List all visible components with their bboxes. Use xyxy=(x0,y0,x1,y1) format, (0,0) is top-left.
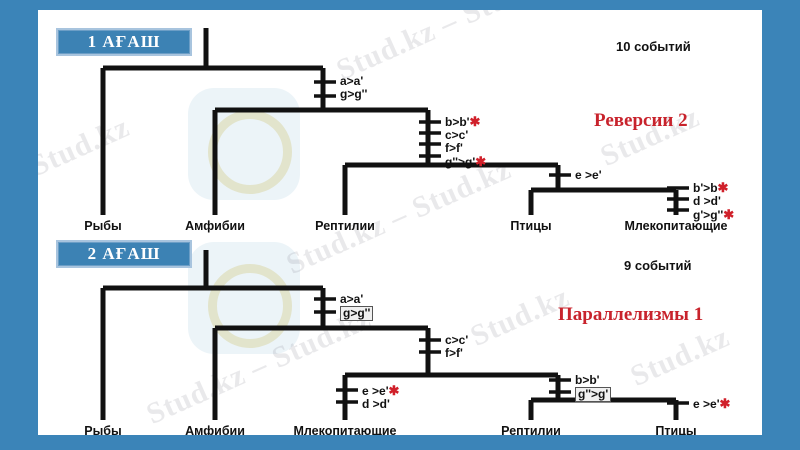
mutation-text: g>g'' xyxy=(340,87,368,101)
tree1-cladogram xyxy=(100,28,689,215)
mutation-text: d >d' xyxy=(693,194,721,208)
tree2-mutation-group: e >e'✱d >d' xyxy=(362,384,399,411)
mutation-text: a>a' xyxy=(340,292,364,306)
mutation-line: d >d' xyxy=(693,195,734,208)
homoplasy-star-icon: ✱ xyxy=(717,180,729,195)
tree2-heading: Параллелизмы 1 xyxy=(558,304,704,325)
tree1-mutation-group: b>b'✱c>c'f>f'g''>g'✱ xyxy=(445,115,486,169)
tree2-title-badge[interactable]: 2 АҒАШ xyxy=(56,240,192,268)
mutation-text: e >e' xyxy=(362,384,389,398)
mutation-line: c>c' xyxy=(445,334,468,347)
mutation-line: g'>g''✱ xyxy=(693,208,734,222)
mutation-line: a>a' xyxy=(340,75,367,88)
homoplasy-star-icon: ✱ xyxy=(719,396,731,411)
homoplasy-star-icon: ✱ xyxy=(475,154,487,169)
slide-canvas: Stud.kz – Stud.kz Stud.kz Stud.kz – Stud… xyxy=(38,10,762,435)
mutation-line: a>a' xyxy=(340,293,363,306)
tree2-taxon-label: Млекопитающие xyxy=(293,424,397,435)
tree1-taxon-label: Млекопитающие xyxy=(624,219,728,233)
mutation-text: a>a' xyxy=(340,74,364,88)
tree1-taxon-label: Рыбы xyxy=(84,219,122,233)
tree2-taxon-label: Рептилии xyxy=(501,424,561,435)
mutation-text: f>f' xyxy=(445,141,463,155)
mutation-text: c>c' xyxy=(445,333,469,347)
mutation-line: e >e'✱ xyxy=(693,397,730,411)
homoplasy-star-icon: ✱ xyxy=(469,114,481,129)
mutation-text: e >e' xyxy=(693,397,720,411)
mutation-line: b>b'✱ xyxy=(445,115,486,129)
tree2-taxon-label: Рыбы xyxy=(84,424,122,435)
mutation-text: g''>g' xyxy=(578,387,609,401)
tree1-mutation-group: e >e' xyxy=(575,169,602,182)
mutation-line: d >d' xyxy=(362,398,399,411)
mutation-text: f>f' xyxy=(445,346,463,360)
tree1-taxon-label: Рептилии xyxy=(315,219,375,233)
mutation-text: c>c' xyxy=(445,128,469,142)
tree2-taxon-label: Птицы xyxy=(655,424,697,435)
tree2-mutation-group: e >e'✱ xyxy=(693,397,730,411)
homoplasy-star-icon: ✱ xyxy=(388,383,400,398)
mutation-text: g>g'' xyxy=(343,306,371,320)
tree2-mutation-group: a>a' xyxy=(340,293,363,306)
mutation-line: g''>g' xyxy=(578,388,608,401)
tree1-events-count: 10 событий xyxy=(616,39,691,54)
mutation-text: b'>b xyxy=(693,181,718,195)
tree1-taxon-label: Птицы xyxy=(510,219,552,233)
mutation-line: g>g'' xyxy=(340,88,367,101)
tree2-mutation-group: b>b' xyxy=(575,374,600,387)
tree2-events-count: 9 событий xyxy=(624,258,692,273)
mutation-line: b'>b✱ xyxy=(693,181,734,195)
mutation-line: e >e'✱ xyxy=(362,384,399,398)
mutation-line: g''>g'✱ xyxy=(445,155,486,169)
tree1-mutation-group: b'>b✱d >d'g'>g''✱ xyxy=(693,181,734,222)
mutation-text: d >d' xyxy=(362,397,390,411)
mutation-text: g'>g'' xyxy=(693,208,724,222)
tree1-mutation-group: a>a'g>g'' xyxy=(340,75,367,101)
mutation-line: f>f' xyxy=(445,142,486,155)
tree2-taxon-label: Амфибии xyxy=(185,424,245,435)
tree2-mutation-group: g''>g' xyxy=(575,387,612,402)
mutation-text: g''>g' xyxy=(445,155,476,169)
mutation-line: g>g'' xyxy=(343,307,370,320)
tree2-mutation-group: g>g'' xyxy=(340,306,374,321)
mutation-text: b>b' xyxy=(575,373,600,387)
tree1-title-badge[interactable]: 1 АҒАШ xyxy=(56,28,192,56)
mutation-line: f>f' xyxy=(445,347,468,360)
mutation-text: e >e' xyxy=(575,168,602,182)
tree1-heading: Реверсии 2 xyxy=(594,110,688,131)
mutation-line: b>b' xyxy=(575,374,600,387)
mutation-text: b>b' xyxy=(445,115,470,129)
mutation-line: c>c' xyxy=(445,129,486,142)
tree2-cladogram xyxy=(100,250,689,420)
homoplasy-star-icon: ✱ xyxy=(723,207,735,222)
tree1-taxon-label: Амфибии xyxy=(185,219,245,233)
tree2-mutation-group: c>c'f>f' xyxy=(445,334,468,360)
mutation-line: e >e' xyxy=(575,169,602,182)
